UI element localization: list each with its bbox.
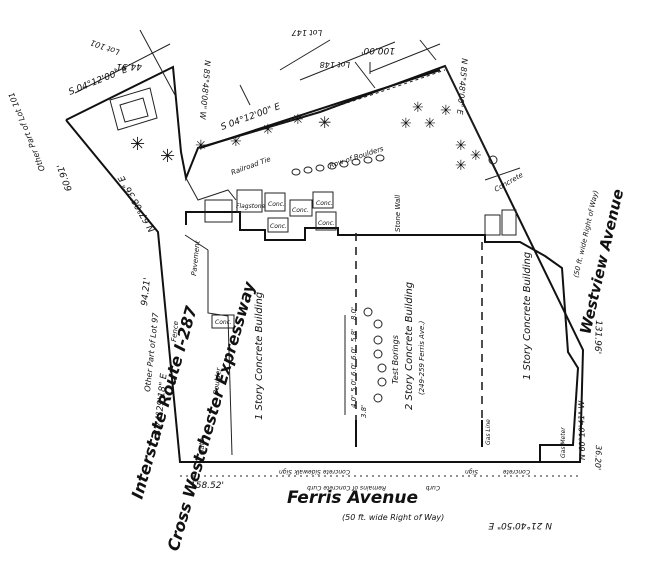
concrete-sidewalk-label: Concrete Sidewalk: [294, 468, 350, 475]
building-2-label: 2 Story Concrete Building: [404, 282, 415, 410]
boring-value: 5.0': [350, 379, 358, 392]
other-part-lot-101-label: Other Part of Lot 101: [7, 91, 47, 173]
flagstone-label: Flagstone: [236, 203, 266, 210]
svg-text:✳: ✳: [195, 138, 207, 154]
lot-101-label: Lot 101: [89, 38, 121, 57]
svg-text:✳: ✳: [230, 134, 242, 150]
bearing-right-lower: N 21°40'50" E: [488, 520, 552, 530]
svg-text:✳: ✳: [160, 146, 175, 167]
distance-right-131: 131.96': [592, 320, 603, 354]
boring-value: 5.8': [350, 329, 358, 342]
distance-left-94: 94.21': [140, 277, 153, 306]
boulder-label: Boulder: [212, 366, 223, 395]
other-part-lot-97-label: Other Part of Lot 97: [143, 311, 160, 392]
railroad-tie: [199, 69, 441, 149]
test-borings-label: Test Borings: [391, 335, 400, 384]
conc-shed-label-4: Conc.: [318, 220, 335, 227]
curb-label: Curb: [426, 484, 440, 491]
boring-value: 6.0': [350, 363, 358, 376]
building-outline: [184, 189, 580, 462]
bearing-left-upper: N 67°08'36" E: [117, 173, 158, 233]
railroad-tie-label: Railroad Tie: [230, 155, 272, 177]
gas-line-label: Gas Line: [485, 419, 492, 445]
svg-text:✳: ✳: [262, 122, 274, 138]
svg-text:✳: ✳: [440, 103, 452, 119]
ferris-row-label: (50 ft. wide Right of Way): [342, 513, 444, 522]
lot-lines: [74, 29, 441, 106]
boring-value: 4.0': [350, 395, 358, 408]
svg-text:✳: ✳: [455, 138, 467, 154]
svg-text:✳: ✳: [412, 100, 424, 116]
svg-text:✳: ✳: [470, 148, 482, 164]
distance-top-44: 44.51': [114, 61, 142, 71]
building-1-label: 1 Story Concrete Building: [254, 292, 265, 420]
svg-text:✳: ✳: [130, 134, 145, 155]
test-borings: [344, 307, 387, 415]
bearing-mid-diag: N 85°48'00" W: [198, 60, 212, 121]
building-2-address: (249-259 Ferris Ave.): [418, 320, 426, 395]
fence-label: Fence: [170, 321, 180, 343]
bearing-right-side: N 60°10'41" W: [577, 399, 587, 460]
conc-label: Conc.: [215, 319, 232, 326]
conc-shed-label-5: Conc.: [270, 223, 287, 230]
lot-147-label: Lot 147: [291, 28, 322, 37]
distance-top-100: 100.00': [361, 45, 395, 55]
svg-text:✳: ✳: [292, 112, 304, 128]
sign-label-2: Sign: [465, 468, 478, 475]
boring-value: 3.8': [360, 405, 368, 418]
remains-curb-label: Remains of Concrete Curb: [307, 484, 386, 491]
conc-shed-label-2: Conc.: [292, 207, 309, 214]
sign-label-1: Sign: [279, 468, 292, 475]
svg-text:✳: ✳: [455, 158, 467, 174]
svg-text:✳: ✳: [424, 116, 436, 132]
conc-shed-label-3: Conc.: [316, 200, 333, 207]
distance-bottom-158: 158.52': [190, 481, 224, 491]
concrete-right-label: Concrete: [503, 468, 530, 475]
ferris-avenue-label: Ferris Avenue: [287, 488, 418, 508]
westview-avenue-label: Westview Avenue: [576, 187, 627, 336]
curb-line: [180, 461, 580, 477]
gas-meter-label: Gas Meter: [560, 427, 567, 458]
bearing-top-right: N 85°48'00" E: [455, 58, 469, 116]
lot-148-label: Lot 148: [320, 60, 350, 69]
boulders: [291, 154, 385, 176]
trees: ✳ ✳ ✳ ✳ ✳ ✳ ✳ ✳ ✳ ✳ ✳ ✳ ✳ ✳: [130, 100, 498, 174]
svg-text:✳: ✳: [400, 116, 412, 132]
conc-shed-label-1: Conc.: [268, 201, 285, 208]
svg-text:✳: ✳: [318, 113, 331, 132]
boring-value: 8.0': [350, 307, 358, 320]
boring-value: 6.0': [350, 347, 358, 360]
pavement-label: Pavement: [190, 240, 202, 276]
building-3-label: 1 Story Concrete Building: [522, 252, 533, 380]
fence-lines: [185, 65, 521, 201]
distance-left-60: 60.91': [56, 162, 75, 192]
distance-right-36: 36.20': [593, 445, 603, 470]
stone-wall-box: [109, 87, 158, 131]
gate-label: Gate: [198, 438, 206, 455]
stone-wall-label: Stone Wall: [394, 195, 402, 232]
